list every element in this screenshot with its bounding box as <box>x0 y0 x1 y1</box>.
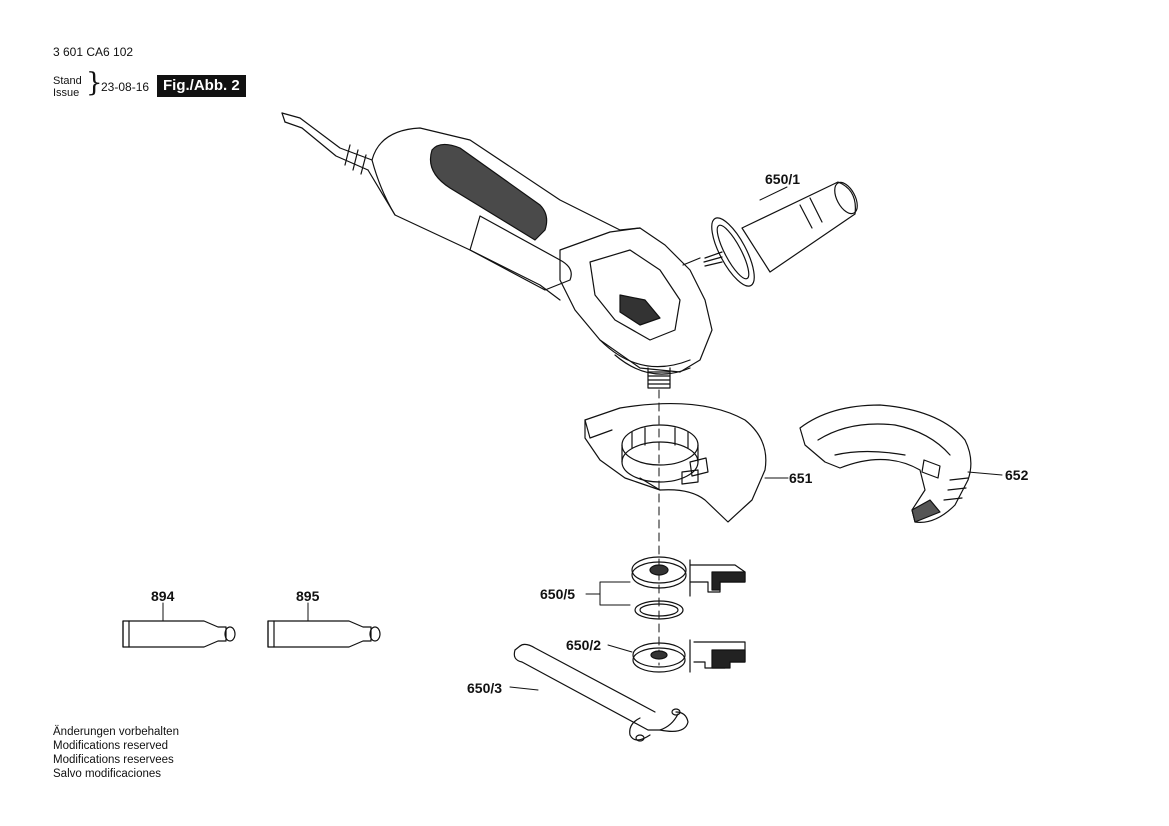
part-label-650-2: 650/2 <box>566 637 602 653</box>
part-label-650-5: 650/5 <box>540 586 576 602</box>
part-label-650-3: 650/3 <box>467 680 503 696</box>
two-pin-spanner <box>513 643 689 742</box>
part-label-895: 895 <box>296 588 320 604</box>
figure-badge: Fig./Abb. 2 <box>157 75 246 97</box>
clamping-nut <box>632 639 746 673</box>
part-label-894: 894 <box>151 588 175 604</box>
part-label-651: 651 <box>789 470 813 486</box>
leader-lines <box>162 186 1003 691</box>
wheel-guard <box>584 402 767 523</box>
document-number: 3 601 CA6 102 <box>53 45 134 59</box>
issue-date: 23-08-16 <box>101 80 150 94</box>
stand-label: Stand <box>53 75 82 87</box>
angle-grinder-body <box>281 112 713 389</box>
brace: } <box>86 68 103 98</box>
part-label-650-1: 650/1 <box>765 171 801 187</box>
part-label-652: 652 <box>1005 467 1029 483</box>
auxiliary-handle <box>703 181 858 287</box>
note-line: Modifications reservees <box>53 754 174 766</box>
issue-label: Issue <box>53 87 80 99</box>
note-line: Salvo modificaciones <box>53 768 162 780</box>
grease-tube-895 <box>267 620 381 648</box>
cutting-guard <box>799 404 972 523</box>
note-line: Änderungen vorbehalten <box>53 726 179 738</box>
modification-notes: Änderungen vorbehalten Modifications res… <box>53 725 179 781</box>
note-line: Modifications reserved <box>53 740 169 752</box>
grease-tube-894 <box>122 620 236 648</box>
mounting-flange <box>631 556 746 620</box>
